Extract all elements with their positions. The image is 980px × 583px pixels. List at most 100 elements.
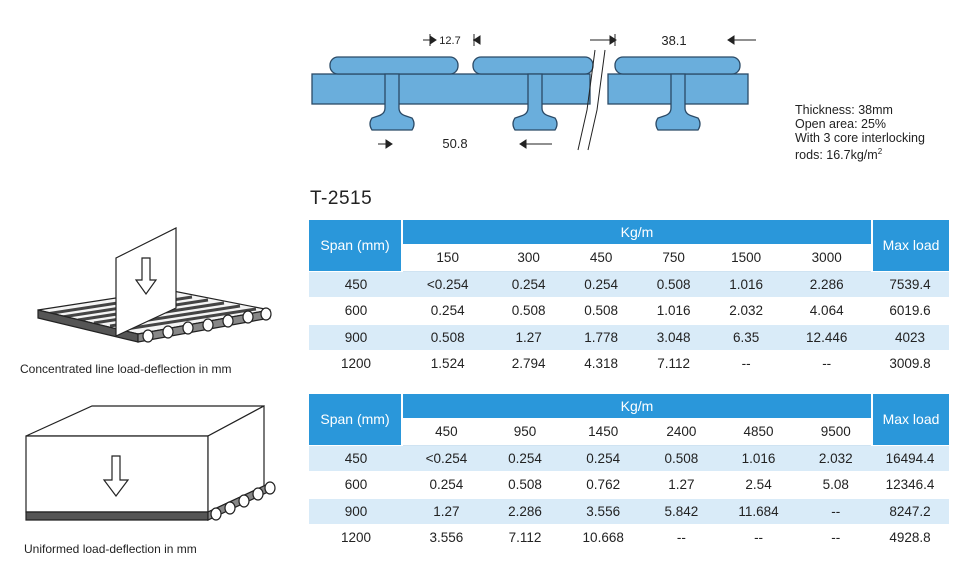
spec-interlocking: With 3 core interlocking (795, 131, 925, 145)
deflection-cell: 12.446 (782, 324, 871, 351)
grating-front-edge (25, 511, 209, 521)
break-lines (577, 49, 606, 151)
dim-bottom-pitch: 50.8 (442, 136, 467, 151)
dim-top-pitch: 38.1 (661, 33, 686, 48)
down-arrow-icon (134, 257, 158, 296)
span-cell: 900 (309, 498, 403, 525)
max-load-cell: 12346.4 (871, 472, 949, 499)
line-load-table: Span (mm) Kg/m Max load 150 300 450 750 … (309, 220, 949, 378)
max-load-cell: 16494.4 (871, 445, 949, 472)
deflection-cell: 0.254 (560, 445, 647, 472)
load-col-header: 950 (489, 419, 561, 446)
deflection-cell: 0.508 (564, 298, 638, 325)
top-plate-2 (472, 56, 594, 75)
span-cell: 600 (309, 472, 403, 499)
deflection-cell: 2.032 (800, 445, 871, 472)
deflection-cell: -- (800, 525, 871, 552)
uniform-load-table: Span (mm) Kg/m Max load 450 950 1450 240… (309, 394, 949, 552)
span-cell: 900 (309, 324, 403, 351)
line-load-illustration (37, 227, 272, 343)
kg-per-m-header: Kg/m (403, 220, 871, 245)
deflection-cell: <0.254 (403, 445, 490, 472)
deflection-cell: 1.016 (709, 271, 783, 298)
spec-rods-text: rods: 16.7kg/m (795, 148, 878, 163)
dim-top-gap: 12.7 (439, 35, 460, 47)
bar-band-left (311, 73, 591, 105)
load-col-header: 2400 (646, 419, 717, 446)
spec-thickness: Thickness: 38mm (795, 103, 893, 117)
deflection-cell: 2.032 (709, 298, 783, 325)
deflection-cell: 7.112 (489, 525, 561, 552)
max-load-cell: 8247.2 (871, 498, 949, 525)
deflection-cell: 3.556 (403, 525, 490, 552)
uniform-load-illustration (25, 404, 276, 521)
line-load-caption: Concentrated line load-deflection in mm (20, 362, 232, 376)
deflection-cell: 0.508 (492, 298, 565, 325)
load-col-header: 3000 (782, 245, 871, 272)
span-header: Span (mm) (309, 220, 403, 272)
load-col-header: 4850 (716, 419, 801, 446)
deflection-cell: 0.254 (564, 271, 638, 298)
grating-end-tubes (210, 481, 276, 521)
span-header: Span (mm) (309, 394, 403, 446)
deflection-cell: 11.684 (716, 498, 801, 525)
t-stem-1 (369, 73, 415, 131)
deflection-cell: 2.286 (782, 271, 871, 298)
load-col-header: 300 (492, 245, 565, 272)
load-col-header: 450 (564, 245, 638, 272)
load-col-header: 450 (403, 419, 490, 446)
deflection-cell: -- (716, 525, 801, 552)
deflection-cell: -- (782, 351, 871, 378)
deflection-cell: 0.508 (646, 445, 717, 472)
deflection-cell: 10.668 (560, 525, 647, 552)
deflection-cell: 4.318 (564, 351, 638, 378)
deflection-cell: 0.254 (489, 445, 561, 472)
deflection-cell: -- (709, 351, 783, 378)
t-stem-2 (512, 73, 558, 131)
max-load-header: Max load (871, 394, 949, 446)
span-cell: 1200 (309, 525, 403, 552)
max-load-cell: 3009.8 (871, 351, 949, 378)
deflection-cell: 0.254 (403, 472, 490, 499)
span-cell: 1200 (309, 351, 403, 378)
deflection-cell: <0.254 (403, 271, 493, 298)
max-load-cell: 6019.6 (871, 298, 949, 325)
max-load-cell: 4023 (871, 324, 949, 351)
deflection-cell: 1.016 (716, 445, 801, 472)
table-row: 900 0.508 1.27 1.778 3.048 6.35 12.446 4… (309, 324, 949, 351)
grating-cross-section-diagram: 12.7 38.1 38 50.8 (311, 33, 756, 151)
span-cell: 450 (309, 271, 403, 298)
load-col-header: 1500 (709, 245, 783, 272)
deflection-cell: 0.508 (403, 324, 493, 351)
table-row: 600 0.254 0.508 0.508 1.016 2.032 4.064 … (309, 298, 949, 325)
deflection-cell: 0.254 (492, 271, 565, 298)
top-plate-1 (329, 56, 459, 75)
span-cell: 450 (309, 445, 403, 472)
load-col-header: 1450 (560, 419, 647, 446)
t-stem-3 (655, 73, 701, 131)
deflection-cell: 5.08 (800, 472, 871, 499)
spec-rods: rods: 16.7kg/m2 (795, 145, 925, 162)
top-plate-3 (614, 56, 741, 75)
span-cell: 600 (309, 298, 403, 325)
deflection-cell: 3.048 (637, 324, 710, 351)
grating-profile (311, 56, 749, 131)
deflection-cell: 1.778 (564, 324, 638, 351)
model-title: T-2515 (310, 188, 373, 209)
deflection-cell: 6.35 (709, 324, 783, 351)
table-row: 450 <0.254 0.254 0.254 0.508 1.016 2.032… (309, 445, 949, 472)
table-row: 1200 1.524 2.794 4.318 7.112 -- -- 3009.… (309, 351, 949, 378)
deflection-cell: 0.508 (637, 271, 710, 298)
spec-notes: Thickness: 38mm Open area: 25% With 3 co… (795, 103, 925, 162)
deflection-cell: 2.794 (492, 351, 565, 378)
max-load-cell: 4928.8 (871, 525, 949, 552)
deflection-cell: 1.27 (492, 324, 565, 351)
load-col-header: 150 (403, 245, 493, 272)
table-row: 1200 3.556 7.112 10.668 -- -- -- 4928.8 (309, 525, 949, 552)
load-col-header: 9500 (800, 419, 871, 446)
deflection-cell: 5.842 (646, 498, 717, 525)
max-load-cell: 7539.4 (871, 271, 949, 298)
dimension-lines (378, 34, 756, 149)
deflection-cell: -- (646, 525, 717, 552)
deflection-cell: 2.286 (489, 498, 561, 525)
